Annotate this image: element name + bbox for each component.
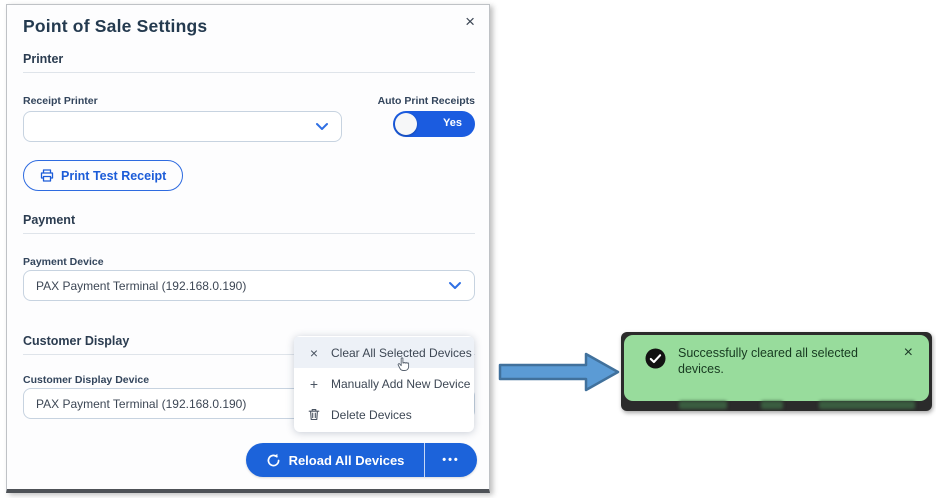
dialog-close-icon[interactable]: ×: [465, 12, 475, 31]
toast-message: Successfully cleared all selected device…: [678, 346, 858, 377]
blurred-background-text: [761, 401, 783, 409]
payment-device-value: PAX Payment Terminal (192.168.0.190): [36, 278, 247, 293]
footer-split-button: Reload All Devices •••: [246, 443, 477, 477]
dialog-title: Point of Sale Settings: [23, 16, 208, 36]
auto-print-label: Auto Print Receipts: [377, 95, 475, 107]
payment-device-label: Payment Device: [23, 256, 104, 268]
reload-all-devices-button[interactable]: Reload All Devices: [246, 453, 424, 468]
menu-item-clear-all-selected-devices[interactable]: × Clear All Selected Devices: [294, 337, 474, 371]
menu-item-label: Clear All Selected Devices: [331, 345, 472, 360]
clear-x-icon: ×: [309, 344, 319, 361]
menu-item-manually-add-new-device[interactable]: + Manually Add New Device: [294, 368, 474, 399]
menu-item-label: Delete Devices: [331, 407, 412, 422]
more-options-button[interactable]: •••: [442, 454, 460, 466]
print-test-receipt-button[interactable]: Print Test Receipt: [23, 160, 184, 191]
success-toast: Successfully cleared all selected device…: [621, 332, 932, 411]
menu-item-label: Manually Add New Device: [331, 376, 471, 391]
printer-icon: [40, 169, 54, 182]
print-test-receipt-label: Print Test Receipt: [61, 168, 167, 183]
customer-display-divider: [23, 354, 475, 355]
button-divider: [424, 443, 425, 477]
payment-divider: [23, 233, 475, 234]
device-actions-menu: × Clear All Selected Devices + Manually …: [294, 336, 474, 432]
chevron-down-icon: [448, 281, 462, 290]
trash-icon: [307, 408, 321, 421]
printer-divider: [23, 72, 475, 73]
success-check-icon: [645, 348, 666, 374]
customer-display-device-value: PAX Payment Terminal (192.168.0.190): [36, 396, 247, 411]
toast-body: [624, 335, 929, 401]
receipt-printer-label: Receipt Printer: [23, 95, 98, 107]
auto-print-toggle[interactable]: Yes: [393, 111, 475, 137]
toggle-knob: [395, 113, 417, 135]
toast-close-icon[interactable]: ×: [903, 344, 913, 361]
receipt-printer-dropdown[interactable]: [23, 111, 342, 142]
printer-section-heading: Printer: [23, 52, 64, 66]
blurred-background-text: [819, 401, 915, 409]
menu-item-delete-devices[interactable]: Delete Devices: [294, 399, 474, 430]
pos-settings-dialog: Point of Sale Settings × Printer Receipt…: [6, 4, 490, 493]
refresh-icon: [266, 453, 281, 468]
hand-cursor-icon: [397, 357, 410, 377]
chevron-down-icon: [315, 122, 329, 131]
payment-device-dropdown[interactable]: PAX Payment Terminal (192.168.0.190): [23, 270, 475, 301]
flow-arrow: [498, 350, 622, 399]
toggle-state-label: Yes: [443, 117, 462, 129]
blurred-background-text: [679, 401, 727, 409]
payment-section-heading: Payment: [23, 213, 76, 227]
customer-display-device-label: Customer Display Device: [23, 374, 150, 386]
plus-icon: +: [309, 375, 319, 392]
reload-all-devices-label: Reload All Devices: [288, 452, 405, 468]
customer-display-section-heading: Customer Display: [23, 334, 130, 348]
